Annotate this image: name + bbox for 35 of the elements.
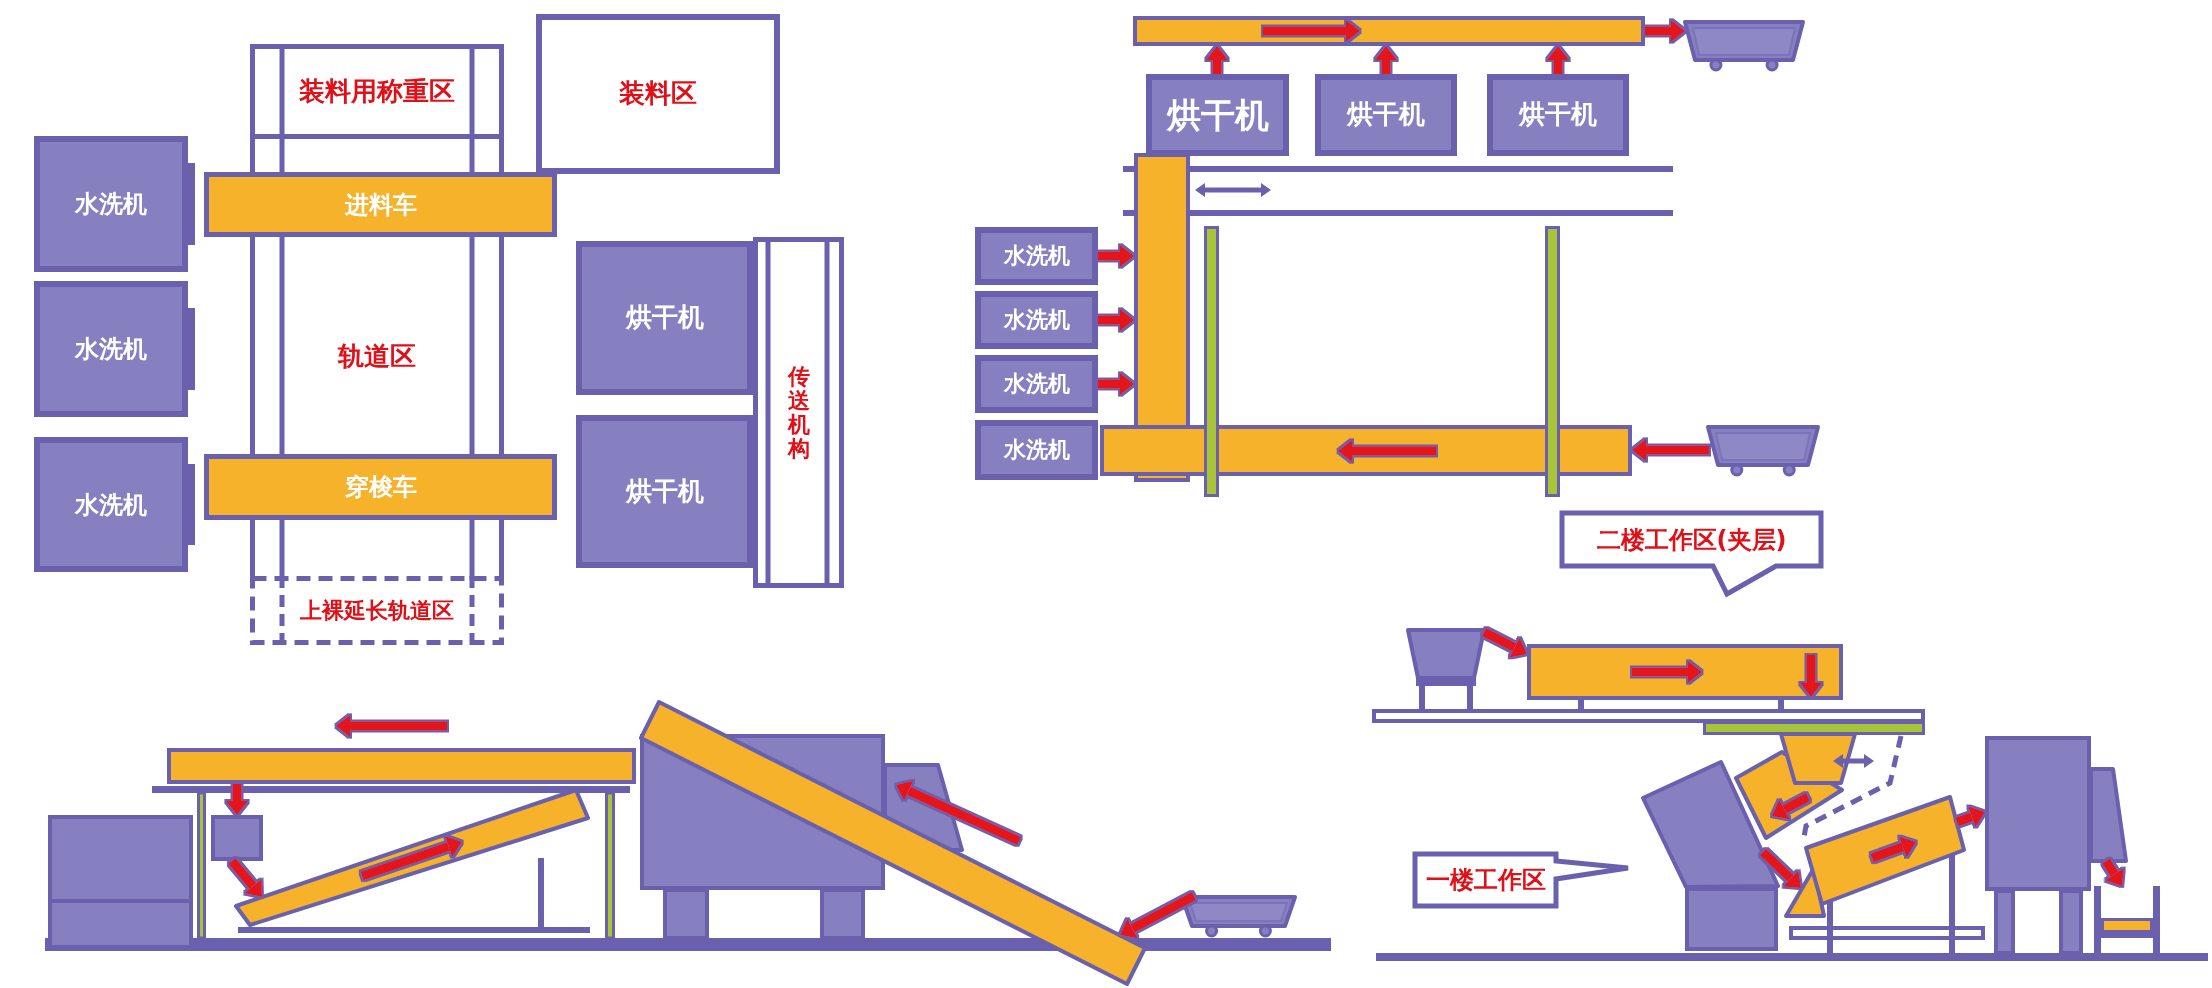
machine-label: 烘干机 bbox=[1347, 99, 1425, 131]
machine-label: 水洗机 bbox=[75, 189, 147, 219]
flow-arrow bbox=[1098, 309, 1134, 331]
flow-arrow bbox=[226, 784, 248, 815]
flow-arrow bbox=[1375, 46, 1397, 74]
machine-label: 水洗机 bbox=[1003, 242, 1070, 270]
callout-text: 二楼工作区(夹层) bbox=[1596, 525, 1787, 554]
zone-label: 装料用称重区 bbox=[299, 75, 455, 108]
machine-label: 烘干机 bbox=[625, 302, 704, 334]
callout-text: 一楼工作区 bbox=[1425, 865, 1546, 895]
zone-label: 上裸延长轨道区 bbox=[300, 597, 454, 624]
machine-label: 烘干机 bbox=[1166, 94, 1269, 136]
machine-label: 进料车 bbox=[344, 190, 417, 219]
flow-arrow bbox=[1955, 806, 1985, 828]
machine-label: 烘干机 bbox=[625, 475, 704, 508]
flow-arrow bbox=[1098, 373, 1134, 395]
flow-arrow bbox=[1098, 245, 1134, 267]
flow-arrow bbox=[1759, 848, 1801, 889]
zone-label: 轨道区 bbox=[338, 341, 416, 373]
machine-label: 水洗机 bbox=[1003, 306, 1070, 334]
zone-label: 传送机构 bbox=[787, 364, 810, 461]
machine-label: 水洗机 bbox=[75, 334, 147, 364]
flow-arrow bbox=[1547, 46, 1569, 74]
machine-label: 烘干机 bbox=[1519, 99, 1597, 131]
machine-label: 穿梭车 bbox=[344, 472, 417, 502]
flow-arrow bbox=[1645, 20, 1685, 42]
flow-arrow bbox=[1481, 628, 1527, 658]
flow-arrow bbox=[1206, 46, 1228, 74]
flow-arrow bbox=[228, 858, 262, 897]
machine-label: 水洗机 bbox=[1003, 370, 1070, 398]
flow-arrow bbox=[2102, 858, 2124, 886]
machine-label: 水洗机 bbox=[1003, 436, 1070, 464]
zone-label: 装料区 bbox=[619, 78, 697, 110]
machine-label: 水洗机 bbox=[75, 490, 147, 519]
flow-arrow bbox=[1632, 439, 1709, 461]
